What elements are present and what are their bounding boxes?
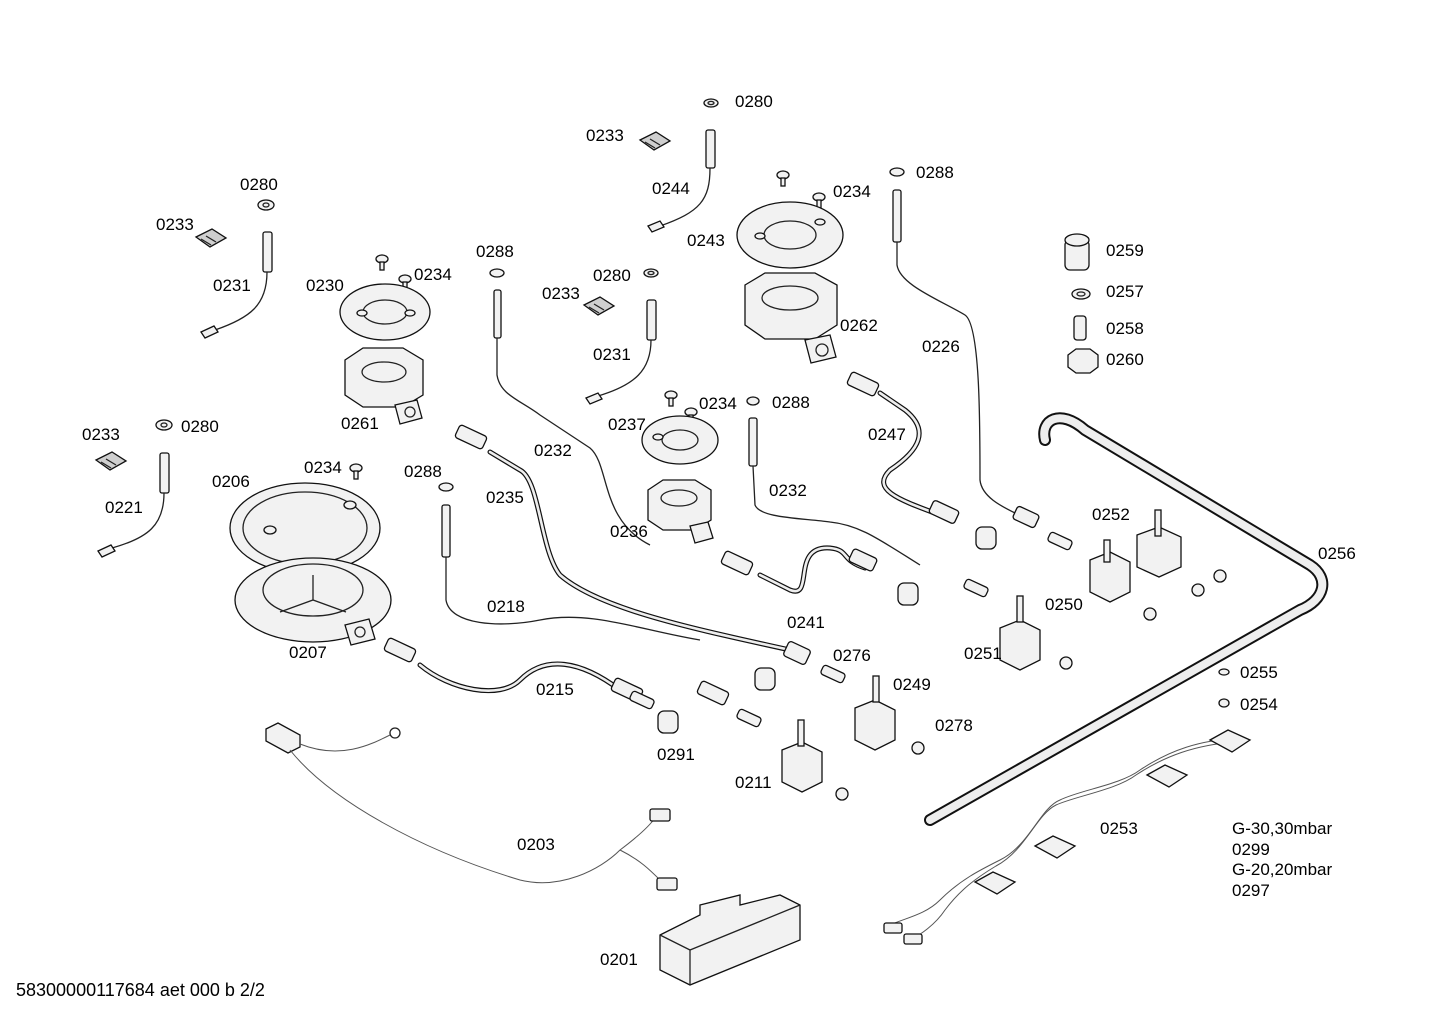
label-0278: 0278	[935, 716, 973, 735]
label-0297: 0297	[1232, 881, 1270, 900]
label-0230: 0230	[306, 276, 344, 295]
label-0256: 0256	[1318, 544, 1356, 563]
part-0234-screws-0230	[375, 254, 412, 291]
label-0232-mid: 0232	[534, 441, 572, 460]
label-0234-0230: 0234	[414, 265, 452, 284]
part-0215-pipe	[383, 637, 644, 703]
part-0288-thermocouple-c	[746, 396, 921, 566]
label-0206: 0206	[212, 472, 250, 491]
label-0234-0206: 0234	[304, 458, 342, 477]
part-0288-thermocouple-b	[889, 167, 1026, 519]
part-0243-plate	[736, 201, 844, 269]
part-0262-burner-body	[744, 272, 838, 364]
label-0233-left: 0233	[156, 215, 194, 234]
label-0276: 0276	[833, 646, 871, 665]
label-0249: 0249	[893, 675, 931, 694]
label-0250: 0250	[1045, 595, 1083, 614]
part-0280-washer-mid	[643, 268, 659, 278]
label-0232-right: 0232	[769, 481, 807, 500]
label-0251: 0251	[964, 644, 1002, 663]
part-0280-washer-top	[703, 98, 719, 108]
drawing-code: 58300000117684 aet 000 b 2/2	[16, 980, 265, 1000]
part-0234-screws-0243	[776, 170, 826, 209]
label-0241: 0241	[787, 613, 825, 632]
label-0231-mid: 0231	[593, 345, 631, 364]
label-0207: 0207	[289, 643, 327, 662]
part-nuts-and-nozzles	[629, 505, 1073, 734]
label-0243: 0243	[687, 231, 725, 250]
part-0259-0260-fittings	[1064, 233, 1099, 374]
label-0260: 0260	[1106, 350, 1144, 369]
part-0207-burner-base	[234, 557, 392, 646]
part-0244-thermocouple	[647, 129, 716, 233]
label-0234-top: 0234	[833, 182, 871, 201]
label-0215: 0215	[536, 680, 574, 699]
part-0221-thermocouple	[97, 452, 170, 558]
part-0203-wiring	[265, 722, 678, 891]
label-0247: 0247	[868, 425, 906, 444]
label-0218: 0218	[487, 597, 525, 616]
part-0235-pipe	[454, 424, 811, 665]
label-0233-lowleft: 0233	[82, 425, 120, 444]
label-0253: 0253	[1100, 819, 1138, 838]
part-0231-thermocouple-left	[200, 231, 273, 339]
label-0280-mid: 0280	[593, 266, 631, 285]
label-0257: 0257	[1106, 282, 1144, 301]
part-0201-ignition-module	[659, 894, 801, 986]
label-0254: 0254	[1240, 695, 1278, 714]
label-0233-top: 0233	[586, 126, 624, 145]
label-0233-mid: 0233	[542, 284, 580, 303]
label-0231-left: 0231	[213, 276, 251, 295]
part-valves	[781, 509, 1227, 801]
label-0280-top: 0280	[735, 92, 773, 111]
label-0236: 0236	[610, 522, 648, 541]
label-0280-lowleft: 0280	[181, 417, 219, 436]
part-0288-thermocouple-d	[438, 482, 701, 641]
label-0261: 0261	[341, 414, 379, 433]
label-0244: 0244	[652, 179, 690, 198]
part-0236-burner-body	[647, 479, 714, 544]
label-0255: 0255	[1240, 663, 1278, 682]
label-0291: 0291	[657, 745, 695, 764]
label-gas-g30: G-30,30mbar	[1232, 819, 1332, 838]
part-0256-gas-rail	[924, 412, 1329, 826]
label-0280-left: 0280	[240, 175, 278, 194]
part-0237-plate	[641, 415, 719, 465]
part-0247-pipe	[846, 371, 960, 524]
part-0233-clip-lowleft	[94, 451, 128, 471]
label-0226: 0226	[922, 337, 960, 356]
label-0262: 0262	[840, 316, 878, 335]
part-0230-plate	[339, 283, 431, 341]
label-0252: 0252	[1092, 505, 1130, 524]
part-0233-clip-left	[194, 228, 228, 248]
label-0288-0218: 0288	[404, 462, 442, 481]
part-0233-clip-top	[638, 131, 672, 151]
label-0235: 0235	[486, 488, 524, 507]
label-0258: 0258	[1106, 319, 1144, 338]
part-0241-pipe	[720, 545, 878, 594]
label-0203: 0203	[517, 835, 555, 854]
label-0237: 0237	[608, 415, 646, 434]
part-0288-thermocouple-a	[489, 268, 651, 546]
part-0280-washer-lowleft	[155, 419, 173, 431]
part-0253-ignition-harness	[883, 668, 1252, 945]
part-0234-screws-0206	[349, 463, 363, 480]
label-0299: 0299	[1232, 840, 1270, 859]
label-0288-mid: 0288	[476, 242, 514, 261]
part-0233-clip-mid	[582, 296, 616, 316]
part-0280-washer-left	[257, 199, 275, 211]
label-0201: 0201	[600, 950, 638, 969]
label-0211: 0211	[735, 773, 772, 792]
label-0259: 0259	[1106, 241, 1144, 260]
part-0261-burner-body	[344, 347, 424, 425]
label-gas-g20: G-20,20mbar	[1232, 860, 1332, 879]
label-0221: 0221	[105, 498, 143, 517]
label-0288-0237: 0288	[772, 393, 810, 412]
part-0231-thermocouple-mid	[585, 299, 657, 405]
label-0288-top: 0288	[916, 163, 954, 182]
label-0234-0237: 0234	[699, 394, 737, 413]
part-labels: 0280 0233 0244 0280 0233 0231 0234 0288 …	[82, 92, 1356, 969]
